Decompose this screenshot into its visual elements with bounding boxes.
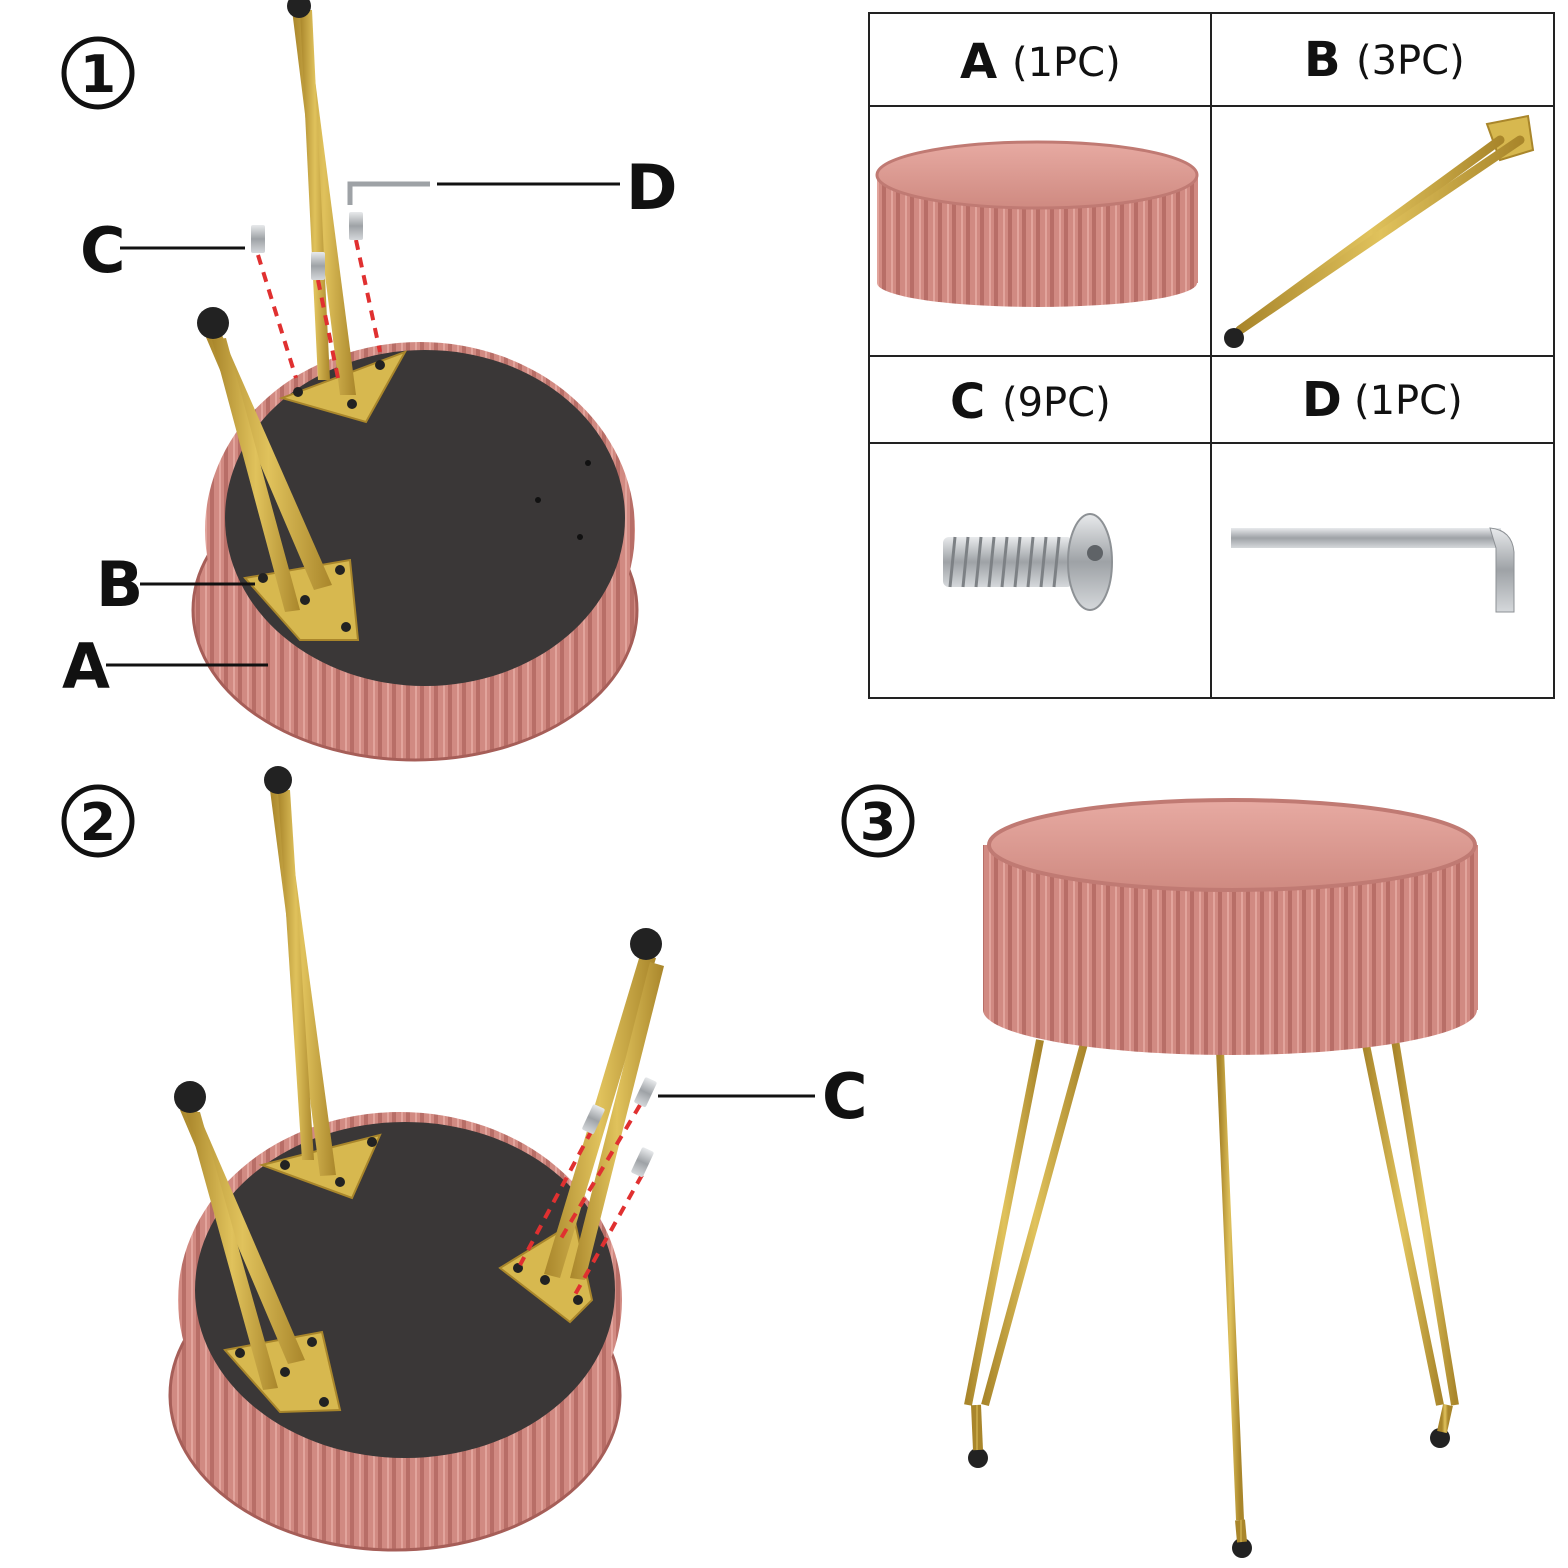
step1-leg-top (282, 0, 405, 422)
step2-cushion (170, 1112, 622, 1550)
step2-callout-c: C (822, 1060, 868, 1133)
part-c-letter: C (950, 374, 985, 430)
step3-legs (968, 1040, 1455, 1558)
step2-illustration: 2 (64, 766, 868, 1550)
step1-callout-c: C (80, 214, 126, 287)
step1-allen-key-icon (350, 184, 430, 205)
parts-table: A (1PC) B (3PC) C (9PC) D (1PC) (869, 13, 1554, 698)
part-b-qty: (3PC) (1356, 38, 1465, 84)
step3-number: 3 (860, 793, 896, 853)
step1-cushion (193, 342, 637, 760)
step2-number: 2 (80, 793, 116, 853)
step3-seat (983, 800, 1478, 1055)
part-b-header: B (3PC) (1304, 32, 1465, 88)
step1-callout-b: B (96, 548, 143, 621)
part-d-header: D (1PC) (1302, 372, 1463, 428)
part-a-letter: A (960, 34, 997, 90)
part-c-header: C (9PC) (950, 374, 1111, 430)
step1-number: 1 (80, 45, 116, 105)
cushion-seat-icon (877, 142, 1198, 307)
part-a-header: A (1PC) (960, 34, 1121, 90)
part-b-letter: B (1304, 32, 1341, 88)
part-a-qty: (1PC) (1012, 40, 1121, 86)
step1-callout-a: A (62, 630, 110, 703)
step1-illustration: 1 (62, 0, 677, 760)
step1-callout-d: D (626, 151, 677, 224)
step3-illustration: 3 (844, 787, 1478, 1558)
step3-number-badge: 3 (844, 787, 912, 855)
part-c-qty: (9PC) (1002, 380, 1111, 426)
part-d-letter: D (1302, 372, 1342, 428)
part-d-qty: (1PC) (1354, 378, 1463, 424)
step1-number-badge: 1 (64, 39, 132, 107)
step2-number-badge: 2 (64, 787, 132, 855)
step2-leg-right (500, 928, 664, 1322)
